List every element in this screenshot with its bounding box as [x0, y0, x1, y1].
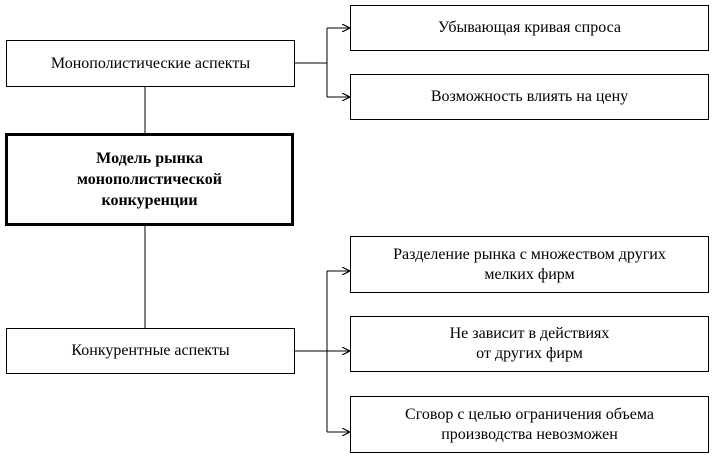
comp-item-box-2: Не зависит в действиях от других фирм — [350, 316, 709, 372]
comp-item-line: от других фирм — [476, 345, 583, 362]
mono-item-label: Возможность влиять на цену — [430, 88, 629, 105]
market-model-title: Модель рынка монополистической конкуренц… — [77, 148, 222, 211]
comp-item-box-3: Сговор с целью ограничения объема произв… — [350, 396, 709, 453]
comp-item-line: Разделение рынка с множеством других — [393, 245, 666, 263]
market-model-box: Модель рынка монополистической конкуренц… — [5, 133, 294, 226]
comp-item-line: мелких фирм — [484, 265, 575, 283]
competitive-aspects-box: Конкурентные аспекты — [6, 328, 295, 374]
comp-item-line: Не зависит в действиях — [449, 325, 610, 342]
comp-item-line: Сговор с целью ограничения объема — [405, 405, 654, 423]
comp-item-line: производства невозможен — [441, 425, 618, 443]
market-model-line: монополистической — [77, 171, 222, 188]
competitive-aspects-label: Конкурентные аспекты — [71, 342, 230, 359]
mono-item-box-2: Возможность влиять на цену — [350, 74, 709, 120]
market-model-line: Модель рынка — [96, 150, 203, 167]
mono-item-box-1: Убывающая кривая спроса — [350, 5, 709, 51]
mono-item-label: Убывающая кривая спроса — [438, 19, 621, 36]
comp-item-box-1: Разделение рынка с множеством других мел… — [350, 236, 709, 293]
monopolistic-aspects-label: Монополистические аспекты — [50, 54, 251, 72]
monopolistic-aspects-box: Монополистические аспекты — [6, 40, 295, 87]
market-model-line: конкуренции — [101, 192, 198, 209]
